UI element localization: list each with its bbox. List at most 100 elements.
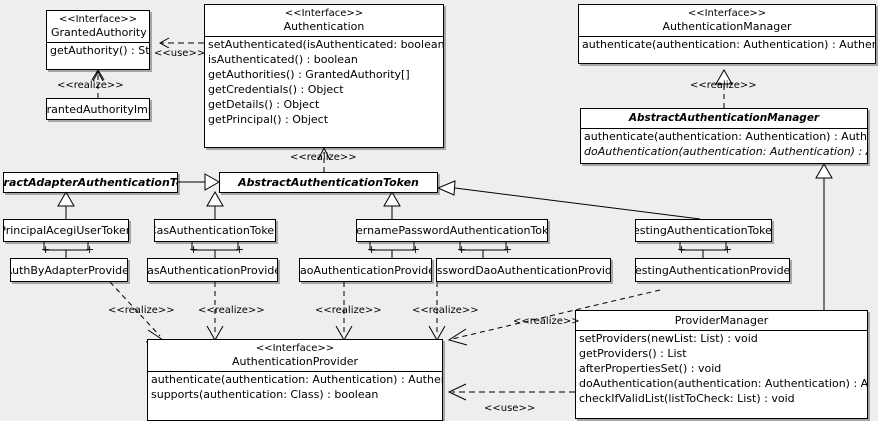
edge-label-realize-password-dao-provider: <<realize>> [412, 305, 479, 316]
association-visibility-marker: + [503, 243, 513, 256]
class-header: AuthByAdapterProvider [11, 259, 127, 281]
class-name: AbstractAuthenticationManager [628, 112, 820, 124]
class-password-dao-authentication-provider[interactable]: PasswordDaoAuthenticationProvider [436, 258, 611, 282]
operation: getAuthorities() : GrantedAuthority[] [208, 68, 410, 81]
operation: setAuthenticated(isAuthenticated: boolea… [208, 38, 444, 51]
association-visibility-marker: + [41, 243, 51, 256]
operation: authenticate(authentication: Authenticat… [582, 38, 875, 51]
edge-label-realize-cas-provider: <<realize>> [198, 305, 265, 316]
operation: setProviders(newList: List) : void [579, 332, 758, 345]
class-abstract-authentication-manager[interactable]: AbstractAuthenticationManager authentica… [580, 108, 868, 164]
edge-label-realize-testing-provider: <<realize>> [513, 316, 580, 327]
operation: isAuthenticated() : boolean [208, 53, 358, 66]
class-name: GrantedAuthorityImpl [46, 102, 149, 116]
class-header: ProviderManager [576, 311, 867, 330]
class-name: DaoAuthenticationProvider [299, 263, 431, 277]
class-granted-authority-impl[interactable]: GrantedAuthorityImpl [46, 98, 150, 120]
compartment-divider [576, 330, 867, 331]
class-name: ProviderManager [674, 314, 769, 327]
operation: authenticate(authentication: Authenticat… [584, 130, 867, 143]
operation: getCredentials() : Object [208, 83, 344, 96]
operation: getPrincipal() : Object [208, 113, 329, 126]
class-name: PrincipalAcegiUserToken [3, 224, 129, 237]
compartment-divider [47, 42, 149, 43]
class-header: CasAuthenticationToken [155, 220, 275, 241]
class-name: TestingAuthenticationToken [635, 224, 772, 237]
class-granted-authority[interactable]: <<Interface>> GrantedAuthority getAuthor… [46, 10, 150, 70]
class-provider-manager[interactable]: ProviderManager setProviders(newList: Li… [575, 310, 868, 419]
class-header: <<Interface>> Authentication [205, 5, 443, 36]
class-header: UsernamePasswordAuthenticationToken [357, 220, 547, 241]
edge-label-realize-abstract-token-authentication: <<realize>> [290, 152, 357, 163]
class-header: CasAuthenticationProvider [148, 259, 277, 281]
operation: authenticate(authentication: Authenticat… [151, 373, 442, 386]
class-header: PrincipalAcegiUserToken [4, 220, 128, 241]
class-authentication[interactable]: <<Interface>> Authentication setAuthenti… [204, 4, 444, 148]
association-visibility-marker: + [411, 243, 421, 256]
class-header: GrantedAuthorityImpl [47, 99, 149, 119]
class-authentication-manager[interactable]: <<Interface>> AuthenticationManager auth… [578, 4, 876, 64]
class-header: PasswordDaoAuthenticationProvider [437, 259, 610, 281]
operation: doAuthentication(authentication: Authent… [579, 377, 868, 390]
class-authentication-provider[interactable]: <<Interface>> AuthenticationProvider aut… [147, 339, 443, 421]
operation: getProviders() : List [579, 347, 687, 360]
edge-label-realize-dao-provider: <<realize>> [315, 305, 382, 316]
class-auth-by-adapter-provider[interactable]: AuthByAdapterProvider [10, 258, 128, 282]
class-header: DaoAuthenticationProvider [300, 259, 431, 281]
class-cas-authentication-token[interactable]: CasAuthenticationToken [154, 219, 276, 242]
class-name: AuthenticationManager [662, 20, 792, 33]
stereotype-label: <<Interface>> [255, 343, 335, 354]
compartment-divider [579, 36, 875, 37]
operations-compartment: authenticate(authentication: Authenticat… [148, 372, 442, 402]
edge-label-realize-auth-by-adapter: <<realize>> [108, 305, 175, 316]
association-visibility-marker: + [677, 243, 687, 256]
operation: doAuthentication(authentication: Authent… [584, 145, 867, 158]
association-visibility-marker: + [85, 243, 95, 256]
class-header: AbstractAdapterAuthenticationToken [4, 173, 177, 192]
operation: getDetails() : Object [208, 98, 320, 111]
stereotype-label: <<Interface>> [58, 14, 138, 25]
operation: supports(authentication: Class) : boolea… [151, 388, 379, 401]
edge-label-use-provider-manager: <<use>> [484, 403, 536, 414]
operation: afterPropertiesSet() : void [579, 362, 722, 375]
class-name: AuthenticationProvider [231, 355, 359, 368]
class-abstract-authentication-token[interactable]: AbstractAuthenticationToken [219, 172, 438, 193]
edge-label-realize-abstract-manager: <<realize>> [690, 80, 757, 91]
class-testing-authentication-token[interactable]: TestingAuthenticationToken [635, 219, 772, 242]
class-header: <<Interface>> GrantedAuthority [47, 11, 149, 42]
class-name: AuthByAdapterProvider [10, 263, 128, 277]
class-header: <<Interface>> AuthenticationProvider [148, 340, 442, 371]
class-name: CasAuthenticationToken [154, 224, 276, 237]
class-cas-authentication-provider[interactable]: CasAuthenticationProvider [147, 258, 278, 282]
compartment-divider [581, 128, 867, 129]
class-name: GrantedAuthority [51, 26, 147, 39]
class-header: AbstractAuthenticationManager [581, 109, 867, 128]
class-name: AbstractAuthenticationToken [238, 176, 419, 189]
operation: getAuthority() : String [50, 44, 150, 57]
class-abstract-adapter-authentication-token[interactable]: AbstractAdapterAuthenticationToken [3, 172, 178, 193]
class-header: TestingAuthenticationProvider [636, 259, 789, 281]
operations-compartment: authenticate(authentication: Authenticat… [581, 129, 867, 159]
association-visibility-marker: + [723, 243, 733, 256]
operations-compartment: getAuthority() : String [47, 43, 149, 58]
stereotype-label: <<Interface>> [687, 8, 767, 19]
association-visibility-marker: + [457, 243, 467, 256]
class-name: CasAuthenticationProvider [147, 263, 277, 277]
operations-compartment: setProviders(newList: List) : void getPr… [576, 331, 867, 406]
class-name: UsernamePasswordAuthenticationToken [356, 224, 548, 237]
class-name: TestingAuthenticationProvider [635, 263, 790, 277]
class-dao-authentication-provider[interactable]: DaoAuthenticationProvider [299, 258, 432, 282]
association-visibility-marker: + [235, 243, 245, 256]
class-principal-acegi-user-token[interactable]: PrincipalAcegiUserToken [3, 219, 129, 242]
class-name: AbstractAdapterAuthenticationToken [3, 176, 177, 189]
compartment-divider [205, 36, 443, 37]
operations-compartment: setAuthenticated(isAuthenticated: boolea… [205, 37, 443, 127]
class-name: Authentication [283, 20, 365, 33]
class-username-password-authentication-token[interactable]: UsernamePasswordAuthenticationToken [356, 219, 548, 242]
class-testing-authentication-provider[interactable]: TestingAuthenticationProvider [635, 258, 790, 282]
association-visibility-marker: + [367, 243, 377, 256]
class-header: <<Interface>> AuthenticationManager [579, 5, 875, 36]
operations-compartment: authenticate(authentication: Authenticat… [579, 37, 875, 52]
operation: checkIfValidList(listToCheck: List) : vo… [579, 392, 795, 405]
